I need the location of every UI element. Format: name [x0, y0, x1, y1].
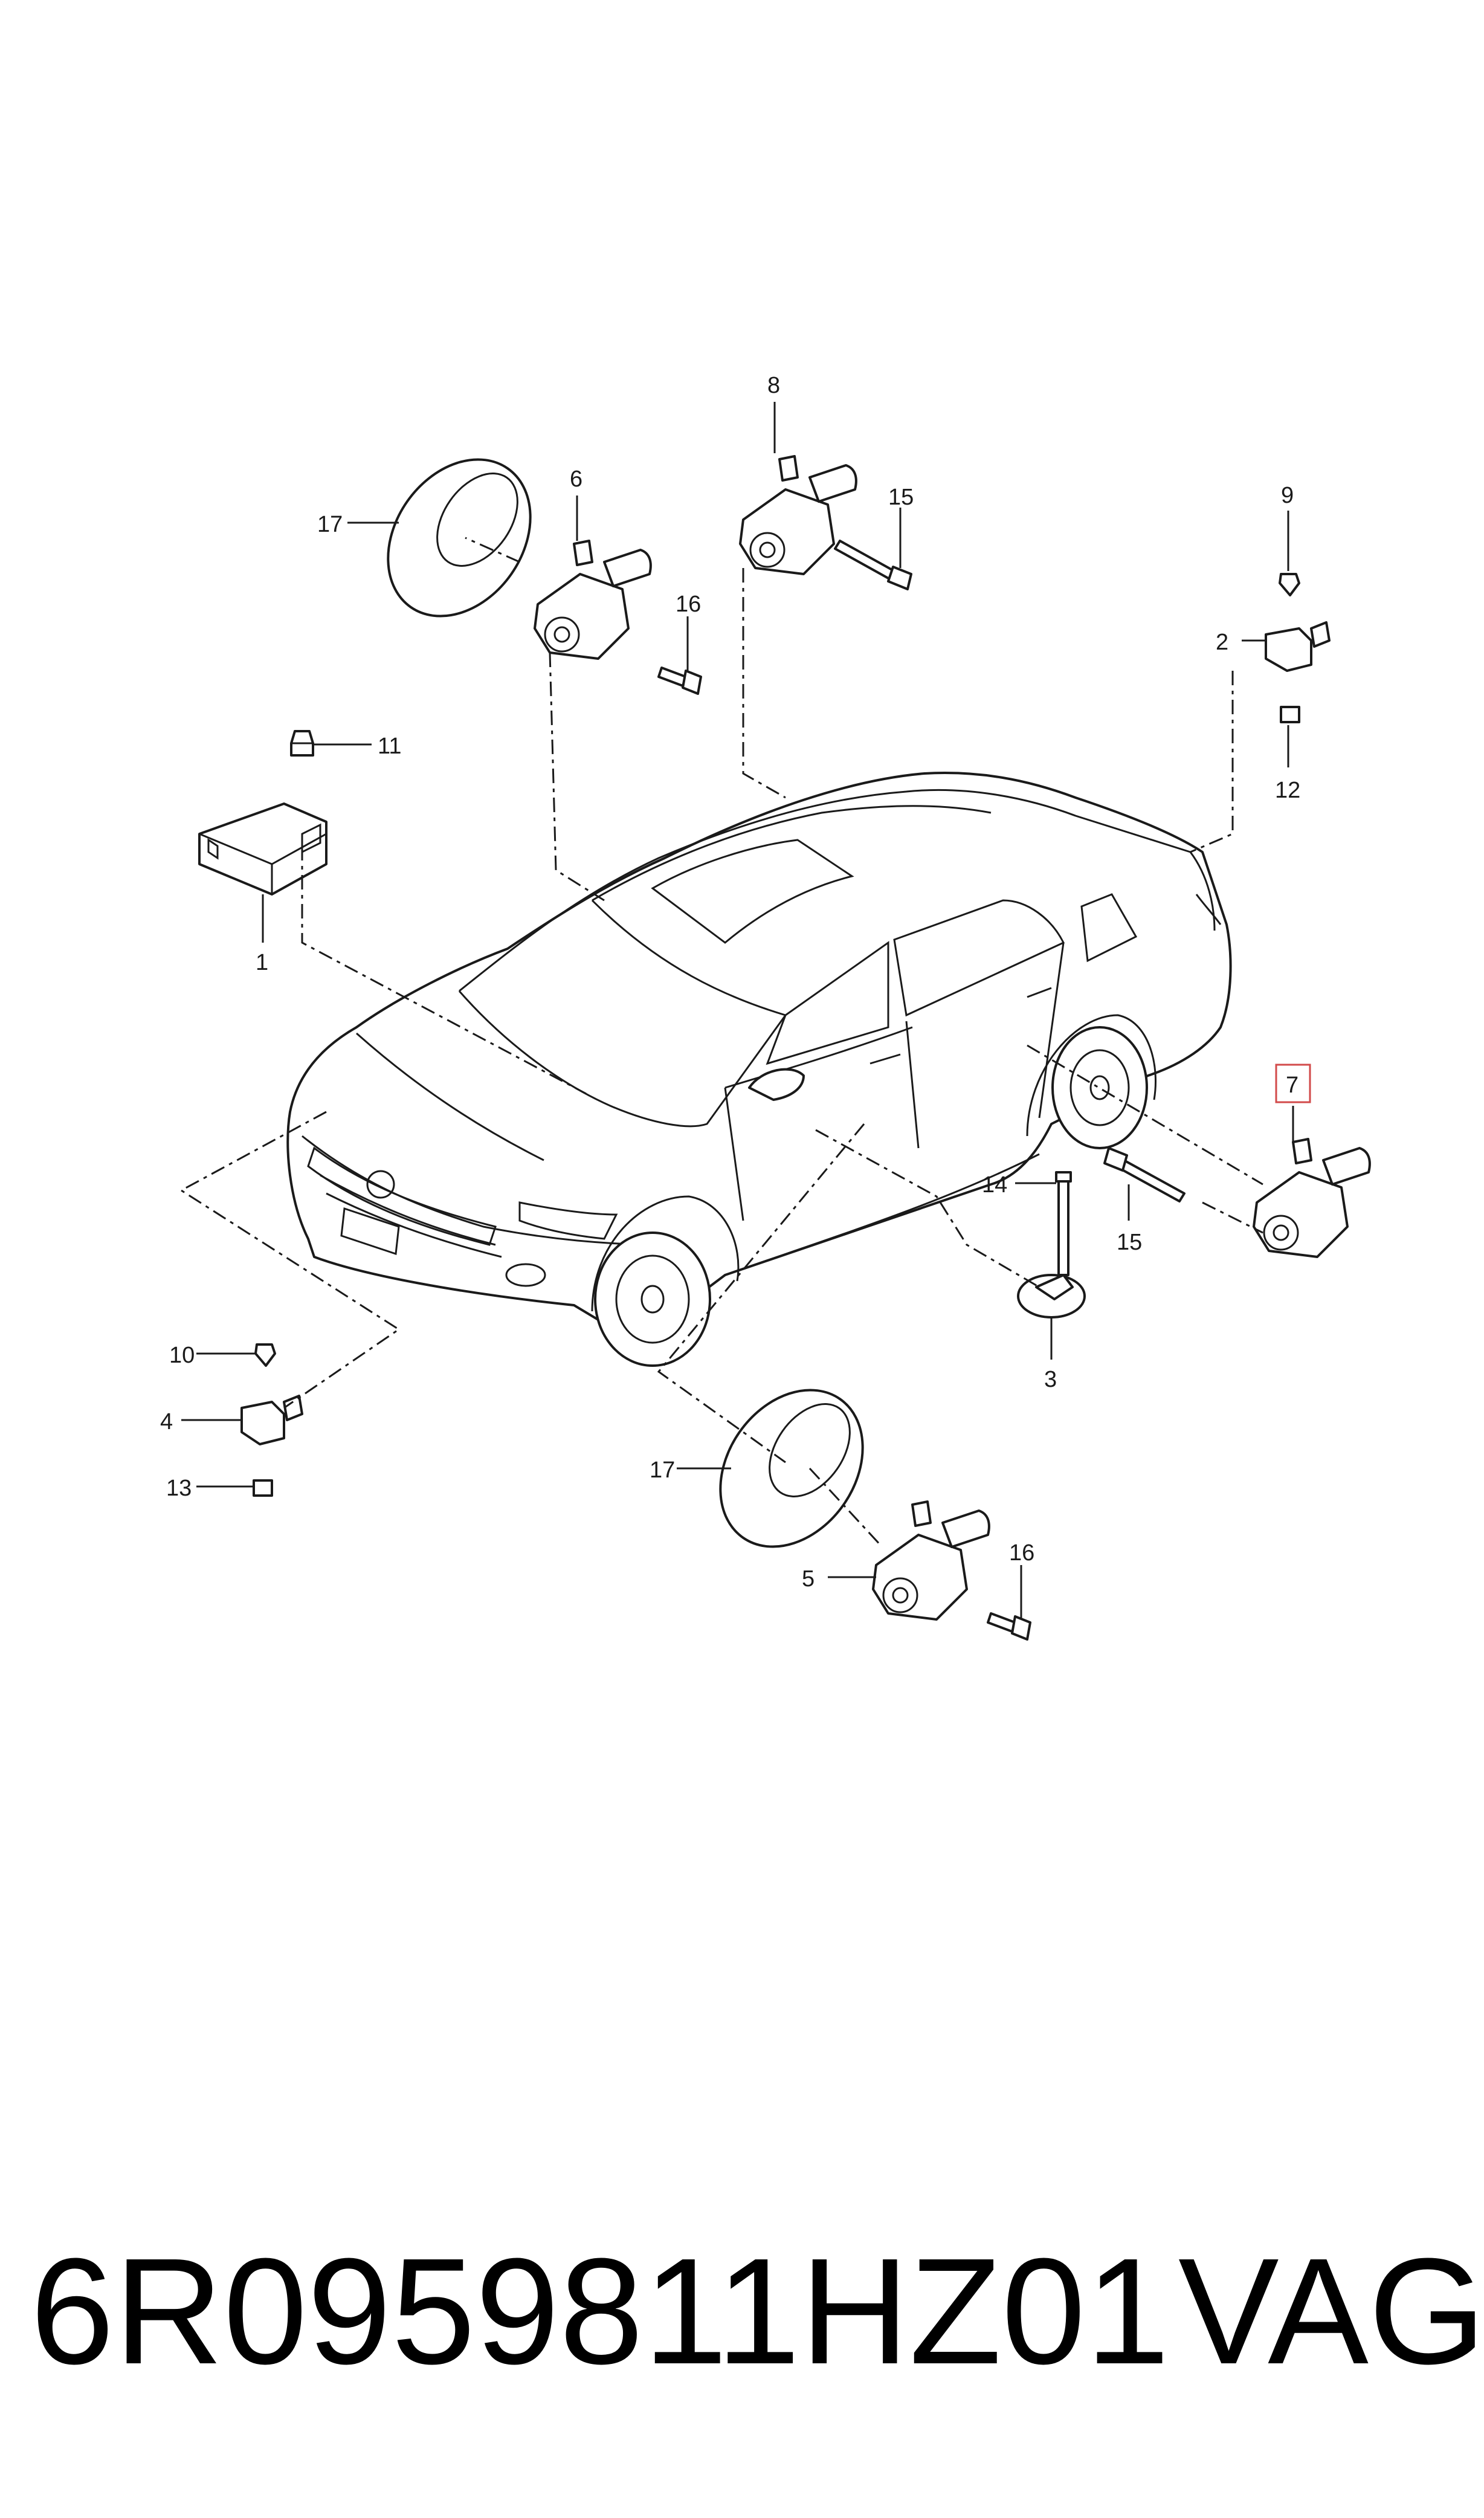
callout-17-top: 17 — [317, 512, 343, 537]
door-control-unit-part-5 — [872, 1500, 990, 1621]
callout-11: 11 — [378, 734, 401, 759]
callout-9: 9 — [1281, 483, 1294, 508]
bolt-part-9 — [1279, 573, 1300, 596]
callout-15-right: 15 — [1117, 1230, 1142, 1255]
nut-part-12 — [1280, 706, 1300, 723]
callout-3: 3 — [1044, 1367, 1057, 1392]
door-control-unit-part-6 — [534, 540, 652, 660]
callout-1: 1 — [256, 950, 268, 975]
control-unit-part — [198, 802, 327, 896]
callout-8: 8 — [767, 373, 780, 398]
callout-4: 4 — [160, 1409, 173, 1435]
screw-part-14 — [1055, 1171, 1072, 1276]
callout-labels: 1 2 3 4 5 6 7 8 9 10 11 12 13 14 15 15 1… — [160, 373, 1300, 1592]
callout-2: 2 — [1216, 630, 1228, 655]
callout-13: 13 — [166, 1476, 192, 1501]
callout-leads — [181, 402, 1294, 1619]
callout-12: 12 — [1275, 778, 1300, 803]
screw-part-16-bottom — [987, 1612, 1031, 1641]
highlighted-callout-box — [1275, 1064, 1311, 1103]
callout-10: 10 — [169, 1343, 195, 1368]
door-control-unit-part-7 — [1253, 1138, 1371, 1258]
car-illustration — [286, 772, 1232, 1367]
door-control-unit-part-8 — [739, 455, 857, 575]
bolt-part-10 — [254, 1343, 276, 1367]
screw-part-15-right — [1103, 1147, 1186, 1203]
leader-lines — [179, 537, 1263, 1548]
brand-name: VAG — [1178, 2227, 1484, 2395]
grommet-part-3 — [1017, 1274, 1086, 1319]
callout-16-bottom: 16 — [1009, 1540, 1034, 1566]
speaker-baffle-part-17-top — [387, 458, 532, 618]
screw-part-16-top — [657, 667, 702, 695]
bolt-part-11 — [290, 730, 314, 757]
callout-7: 7 — [1286, 1073, 1298, 1098]
sensor-part-4 — [240, 1395, 303, 1445]
callout-15-top: 15 — [888, 485, 914, 510]
callout-16-top: 16 — [676, 592, 701, 617]
nut-part-13 — [253, 1479, 273, 1497]
callout-5: 5 — [802, 1566, 815, 1592]
part-number: 6R0959811HZ01 — [30, 2227, 1170, 2395]
screw-part-15-top — [834, 540, 912, 590]
sensor-part-2 — [1265, 621, 1331, 672]
callout-6: 6 — [570, 466, 582, 492]
callout-17-bottom: 17 — [650, 1458, 675, 1483]
callout-14: 14 — [982, 1172, 1007, 1198]
